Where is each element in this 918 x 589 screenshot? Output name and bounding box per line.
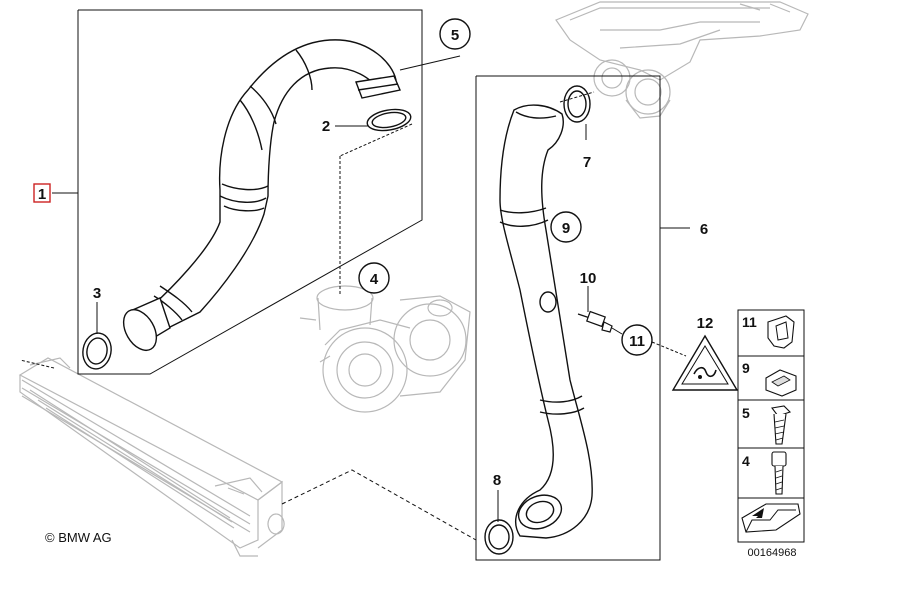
legend-num-5: 5 bbox=[742, 405, 750, 421]
legend-num-11: 11 bbox=[742, 314, 757, 330]
intercooler-illustration bbox=[18, 357, 285, 557]
callout-2: 2 bbox=[322, 118, 330, 135]
callout-3: 3 bbox=[93, 285, 101, 302]
hex-bolt-icon bbox=[771, 405, 792, 445]
callout-4: 4 bbox=[358, 262, 390, 294]
svg-text:4: 4 bbox=[370, 271, 379, 288]
charge-air-hose-1-illustration bbox=[122, 39, 401, 351]
diagram-reference-number: 00164968 bbox=[748, 547, 797, 559]
seal-ring-8 bbox=[484, 519, 514, 555]
callout-1-highlight-box bbox=[33, 183, 51, 203]
callout-10: 10 bbox=[580, 270, 597, 287]
callout-7: 7 bbox=[583, 154, 591, 171]
legend-num-4: 4 bbox=[742, 453, 750, 469]
svg-text:9: 9 bbox=[562, 220, 570, 237]
seal-ring-7 bbox=[563, 85, 591, 123]
callout-11: 11 bbox=[621, 324, 653, 356]
svg-text:11: 11 bbox=[629, 333, 645, 350]
copyright-text: © BMW AG bbox=[45, 530, 112, 545]
svg-text:5: 5 bbox=[451, 27, 459, 44]
callout-1: 1 bbox=[38, 186, 46, 203]
seal-ring-3 bbox=[82, 332, 112, 370]
page-arrow-icon bbox=[741, 503, 801, 533]
assembly-frames bbox=[19, 9, 690, 561]
legend-panel: 11 9 5 4 bbox=[737, 309, 805, 543]
temperature-sensor-illustration bbox=[577, 310, 613, 333]
callout-5: 5 bbox=[439, 18, 471, 50]
callout-8: 8 bbox=[493, 472, 501, 489]
callout-6: 6 bbox=[700, 221, 708, 238]
callout-12: 12 bbox=[697, 315, 714, 332]
legend-num-9: 9 bbox=[742, 360, 750, 376]
seal-ring-2 bbox=[366, 108, 412, 132]
turbocharger-illustration bbox=[299, 285, 471, 413]
charge-air-hose-6-illustration bbox=[499, 104, 593, 539]
seal-rings bbox=[82, 85, 591, 555]
warning-triangle-icon bbox=[671, 334, 739, 391]
clamp-nut-icon bbox=[765, 369, 797, 397]
clip-icon bbox=[767, 315, 795, 349]
callout-9: 9 bbox=[550, 211, 582, 243]
socket-screw-icon bbox=[771, 451, 787, 495]
intake-manifold-illustration bbox=[555, 1, 809, 119]
